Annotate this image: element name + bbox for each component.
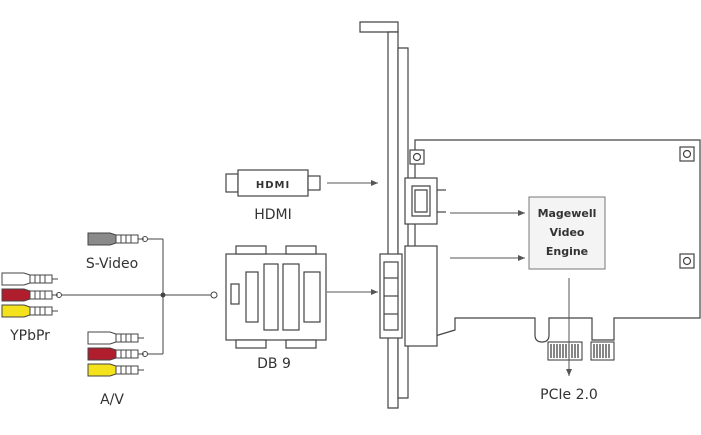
video-engine: Magewell Video Engine (528, 196, 606, 270)
label-ypbpr: YPbPr (9, 328, 50, 344)
label-svideo: S-Video (86, 256, 138, 272)
engine-line-1: Magewell (538, 207, 597, 220)
hdmi-logo: HDMI (256, 180, 290, 191)
hdmi-port (404, 177, 446, 225)
db9-port (379, 245, 438, 347)
av-plug-red (87, 347, 144, 361)
engine-line-2: Video (550, 226, 585, 239)
db9-input-node (210, 291, 218, 299)
ypbpr-plug-white (1, 272, 58, 286)
ypbpr-plug-yellow (1, 304, 58, 318)
junction-dot (160, 292, 166, 298)
label-pcie: PCIe 2.0 (540, 387, 598, 403)
db9-cable-plug (225, 245, 327, 349)
label-av: A/V (100, 392, 124, 408)
av-plug-white (87, 331, 144, 345)
signal-arrows (327, 180, 572, 376)
hdmi-cable-plug: HDMI (225, 169, 321, 197)
svideo-plug (87, 232, 144, 246)
engine-line-3: Engine (546, 245, 588, 258)
label-hdmi: HDMI (254, 207, 292, 223)
label-db9: DB 9 (257, 356, 291, 372)
rca-plugs (1, 232, 144, 377)
pcie-gold-fingers (547, 341, 615, 361)
ypbpr-plug-red (1, 288, 58, 302)
av-plug-yellow (87, 363, 144, 377)
